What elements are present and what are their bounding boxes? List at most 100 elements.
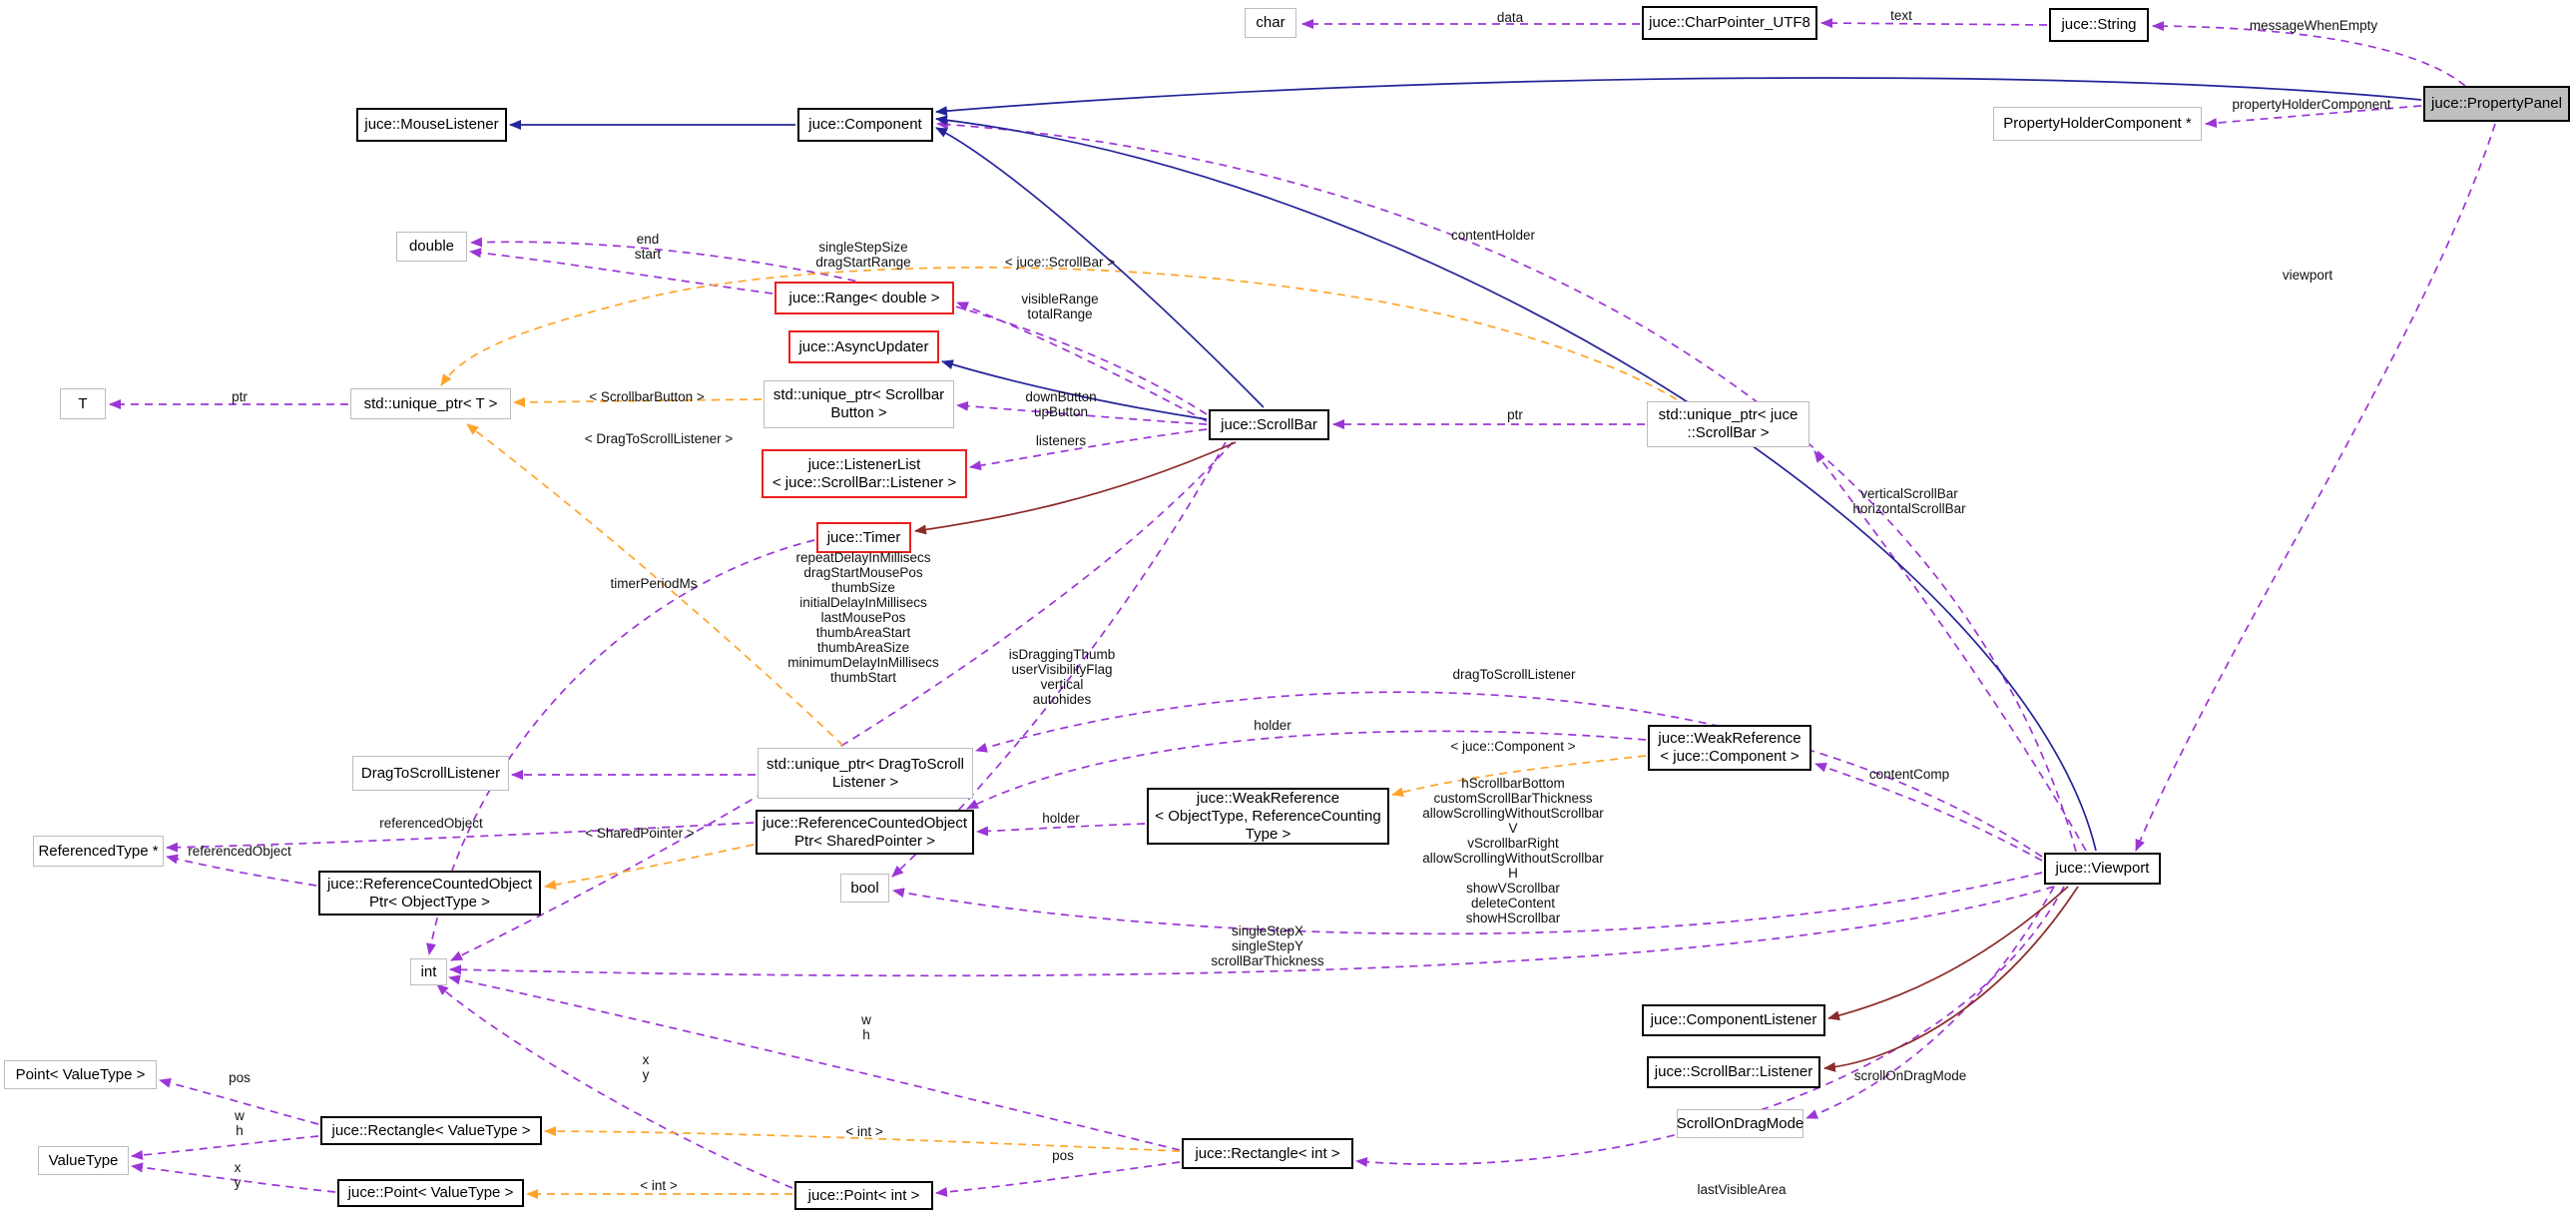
edge-propertypanel-to-component	[935, 77, 2422, 117]
edge-label-line: < DragToScrollListener >	[584, 431, 734, 446]
edge-label-line: userVisibilityFlag	[1011, 662, 1113, 677]
edge-label-line: pos	[229, 1070, 251, 1085]
node-range-double[interactable]: juce::Range< double >	[774, 282, 954, 314]
node-valuetype[interactable]: ValueType	[38, 1146, 129, 1175]
edge-label-line: thumbSize	[831, 580, 895, 595]
node-asyncupdater[interactable]: juce::AsyncUpdater	[788, 330, 939, 363]
node-point-valuetype[interactable]: juce::Point< ValueType >	[337, 1179, 524, 1207]
edge-label-line: contentComp	[1868, 767, 1950, 782]
node-point-valuetype-plain[interactable]: Point< ValueType >	[4, 1060, 157, 1089]
node-rectangle-valuetype[interactable]: juce::Rectangle< ValueType >	[320, 1116, 542, 1145]
edge-label-dragToScrollListener: dragToScrollListener	[1452, 667, 1575, 682]
edge-label-line: contentHolder	[1450, 228, 1536, 243]
node-component[interactable]: juce::Component	[797, 108, 933, 142]
edge-point-vt-to-valuetype-xy	[131, 1162, 336, 1193]
node-listenerlist[interactable]: juce::ListenerList< juce::ScrollBar::Lis…	[762, 449, 967, 498]
node-label: Button >	[830, 404, 887, 421]
node-weakreference-objecttype[interactable]: juce::WeakReference< ObjectType, Referen…	[1147, 788, 1389, 845]
node-label: juce::Point< int >	[807, 1186, 920, 1204]
edge-label-line: lastMousePos	[820, 610, 906, 625]
node-label: juce::WeakReference	[1196, 789, 1340, 807]
node-int[interactable]: int	[410, 958, 447, 985]
edge-range-to-double-end-start	[469, 248, 773, 295]
node-label: < juce::ScrollBar::Listener >	[772, 473, 957, 491]
node-dragtoscrolllistener[interactable]: DragToScrollListener	[352, 756, 509, 791]
node-label: std::unique_ptr< T >	[363, 394, 498, 412]
edge-label-line: y	[642, 1067, 650, 1082]
node-scrollbar-listener[interactable]: juce::ScrollBar::Listener	[1647, 1056, 1820, 1088]
edge-label-holder-upper: holder	[1254, 718, 1291, 733]
edge-label-referencedObject-lower: referencedObject	[188, 844, 291, 859]
edge-rect-int-to-point-int-pos	[935, 1161, 1181, 1197]
node-charpointer-utf8[interactable]: juce::CharPointer_UTF8	[1642, 6, 1817, 40]
edge-scrollbar-to-range-visibleRange	[956, 302, 1208, 422]
node-label: juce::Range< double >	[788, 289, 940, 307]
edge-label-line: visibleRange	[1021, 292, 1099, 307]
node-referencedtype[interactable]: ReferencedType *	[33, 836, 164, 867]
edge-label-data: data	[1497, 10, 1523, 25]
edge-label-line: < juce::ScrollBar >	[1004, 255, 1116, 270]
edge-string-to-charpointer-text	[1820, 18, 2048, 29]
edge-label-line: dragStartMousePos	[803, 565, 923, 580]
node-label: juce::Rectangle< int >	[1195, 1144, 1340, 1162]
node-T[interactable]: T	[60, 388, 106, 419]
node-mouselistener[interactable]: juce::MouseListener	[356, 108, 507, 142]
edge-label-line: messageWhenEmpty	[2249, 18, 2378, 33]
node-scrollondragmode[interactable]: ScrollOnDragMode	[1677, 1109, 1803, 1138]
edge-label-pos-left: pos	[229, 1070, 251, 1085]
edge-rect-vt-to-valuetype-wh	[131, 1135, 319, 1160]
edge-label-line: y	[234, 1175, 242, 1190]
node-unique-ptr-T[interactable]: std::unique_ptr< T >	[350, 388, 511, 419]
edge-viewport-to-uptr-scrollbar	[1813, 450, 2087, 852]
node-point-int[interactable]: juce::Point< int >	[794, 1181, 933, 1210]
edge-label-line: h	[236, 1123, 244, 1138]
edge-label-tpl-sharedpointer: < SharedPointer >	[585, 826, 695, 841]
node-label: juce::ScrollBar::Listener	[1654, 1063, 1813, 1080]
node-char[interactable]: char	[1245, 8, 1296, 38]
node-label: DragToScrollListener	[360, 764, 501, 782]
edge-label-line: h	[862, 1027, 870, 1042]
node-componentlistener[interactable]: juce::ComponentListener	[1642, 1004, 1825, 1036]
node-viewport[interactable]: juce::Viewport	[2044, 853, 2161, 885]
node-propertypanel[interactable]: juce::PropertyPanel	[2423, 86, 2570, 122]
edge-rect-vt-to-point-vt-pos	[159, 1077, 319, 1125]
edge-viewport-to-rect-int-lastVisibleArea	[1355, 886, 2065, 1167]
edge-label-pos-right: pos	[1052, 1148, 1074, 1163]
edge-label-line: dragToScrollListener	[1452, 667, 1576, 682]
edge-label-line: autohides	[1032, 692, 1092, 707]
edge-label-tpl-dragtoscroll: < DragToScrollListener >	[585, 431, 734, 446]
node-label: juce::ReferenceCountedObject	[326, 875, 533, 893]
node-weakreference-component[interactable]: juce::WeakReference< juce::Component >	[1648, 725, 1811, 771]
node-propertyholdercomponent[interactable]: PropertyHolderComponent *	[1993, 107, 2202, 141]
edge-label-scrollOnDragMode: scrollOnDragMode	[1854, 1068, 1967, 1083]
edge-label-line: singleStepSize	[818, 240, 908, 255]
node-label: PropertyHolderComponent *	[2003, 115, 2192, 132]
node-label: juce::Viewport	[2055, 860, 2150, 877]
edge-weakref-comp-to-weakref-obj	[1391, 755, 1647, 798]
node-string[interactable]: juce::String	[2049, 8, 2149, 42]
edge-label-line: < int >	[640, 1178, 678, 1193]
edge-viewport-to-weakref-contentComp	[1814, 762, 2043, 862]
edge-viewport-to-componentlistener	[1827, 886, 2069, 1021]
node-label: int	[420, 962, 437, 980]
node-label: juce::String	[2061, 16, 2137, 33]
node-bool[interactable]: bool	[840, 874, 889, 903]
node-rectangle-int[interactable]: juce::Rectangle< int >	[1182, 1138, 1353, 1169]
edge-label-line: text	[1890, 8, 1912, 23]
edge-label-line: data	[1496, 10, 1524, 25]
node-double[interactable]: double	[396, 232, 467, 262]
edge-label-tpl-int-point: < int >	[640, 1178, 678, 1193]
node-scrollbar[interactable]: juce::ScrollBar	[1209, 409, 1329, 440]
edge-label-viewport: viewport	[2283, 268, 2332, 283]
node-timer[interactable]: juce::Timer	[816, 522, 911, 553]
node-unique-ptr-scrollbar[interactable]: std::unique_ptr< juce::ScrollBar >	[1647, 401, 1809, 447]
